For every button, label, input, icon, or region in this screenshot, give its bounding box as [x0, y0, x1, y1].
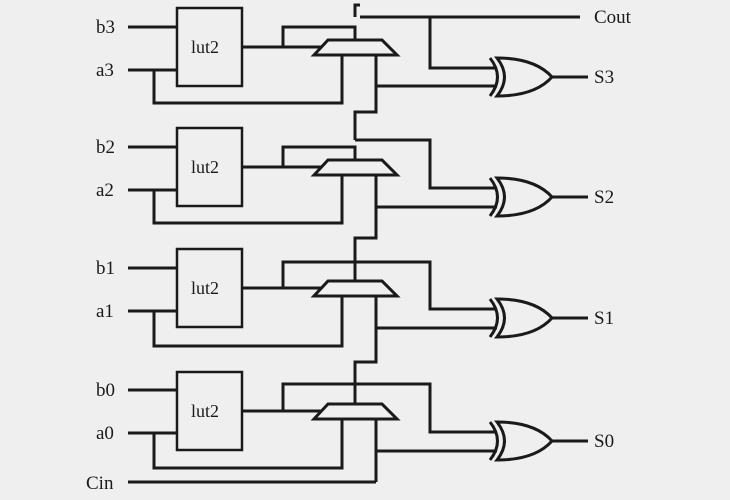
- carry-c3-wire: [353, 86, 378, 140]
- sum-xor-gate: [493, 420, 555, 462]
- lut2-label: lut2: [191, 278, 219, 298]
- lut2-block: [175, 126, 244, 208]
- stage-1: b1 a1 lut2 S1: [96, 247, 614, 348]
- cout-label: Cout: [594, 7, 632, 28]
- lut-to-xor-wire: [374, 296, 497, 330]
- carry-c1-wire: [353, 328, 378, 384]
- carry-to-xor-wire: [355, 260, 497, 311]
- xor-gate-back-curve: [488, 421, 499, 461]
- stage-3: b3 a3 lut2 S3 Cout: [96, 3, 632, 105]
- carry-to-xor-wire: [355, 382, 497, 434]
- s1-label: S1: [594, 308, 614, 329]
- carry-mux: [310, 279, 401, 298]
- lut-to-mux-wire: [242, 382, 357, 413]
- xor-gate-back-curve: [488, 57, 499, 97]
- a1-label: a1: [96, 301, 114, 322]
- a1-to-mux-wire: [152, 296, 344, 348]
- sum-xor-gate: [493, 176, 555, 218]
- a2-to-mux-wire: [152, 175, 344, 225]
- s2-label: S2: [594, 187, 614, 208]
- a0-label: a0: [96, 423, 114, 444]
- lut2-block: [175, 370, 244, 452]
- carry-c2-wire: [353, 207, 378, 262]
- s0-label: S0: [594, 431, 614, 452]
- lut2-label: lut2: [191, 157, 219, 177]
- carry-to-xor-wire: [355, 138, 497, 190]
- a3-to-mux-wire: [152, 55, 344, 105]
- a3-label: a3: [96, 60, 114, 81]
- lut2-block: [175, 247, 244, 329]
- carry-mux: [310, 402, 401, 421]
- lut-to-xor-wire: [374, 175, 497, 209]
- a2-label: a2: [96, 180, 114, 201]
- stage-2: b2 a2 lut2 S2: [96, 126, 614, 225]
- lut2-label: lut2: [191, 401, 219, 421]
- stage-0: b0 a0 lut2 S0 Cin: [86, 370, 614, 494]
- lut-to-mux-wire: [242, 25, 357, 49]
- carry-mux: [310, 158, 401, 177]
- sum-xor-gate: [493, 297, 555, 339]
- xor-gate-back-curve: [488, 177, 499, 217]
- cin-label: Cin: [86, 473, 114, 494]
- carry-mux: [310, 38, 401, 57]
- b0-label: b0: [96, 380, 115, 401]
- b1-label: b1: [96, 258, 115, 279]
- lut-to-mux-wire: [242, 145, 357, 169]
- carry-to-xor-wire: [428, 17, 497, 70]
- lut2-label: lut2: [191, 37, 219, 57]
- xor-gate-back-curve: [488, 298, 499, 338]
- a0-to-mux-wire: [152, 419, 344, 470]
- s3-label: S3: [594, 67, 614, 88]
- lut-to-mux-wire: [242, 260, 357, 290]
- b3-label: b3: [96, 17, 115, 38]
- lut-to-xor-wire: [374, 55, 497, 88]
- sum-xor-gate: [493, 56, 555, 98]
- mux-carry-tap: [353, 3, 360, 17]
- b2-label: b2: [96, 137, 115, 158]
